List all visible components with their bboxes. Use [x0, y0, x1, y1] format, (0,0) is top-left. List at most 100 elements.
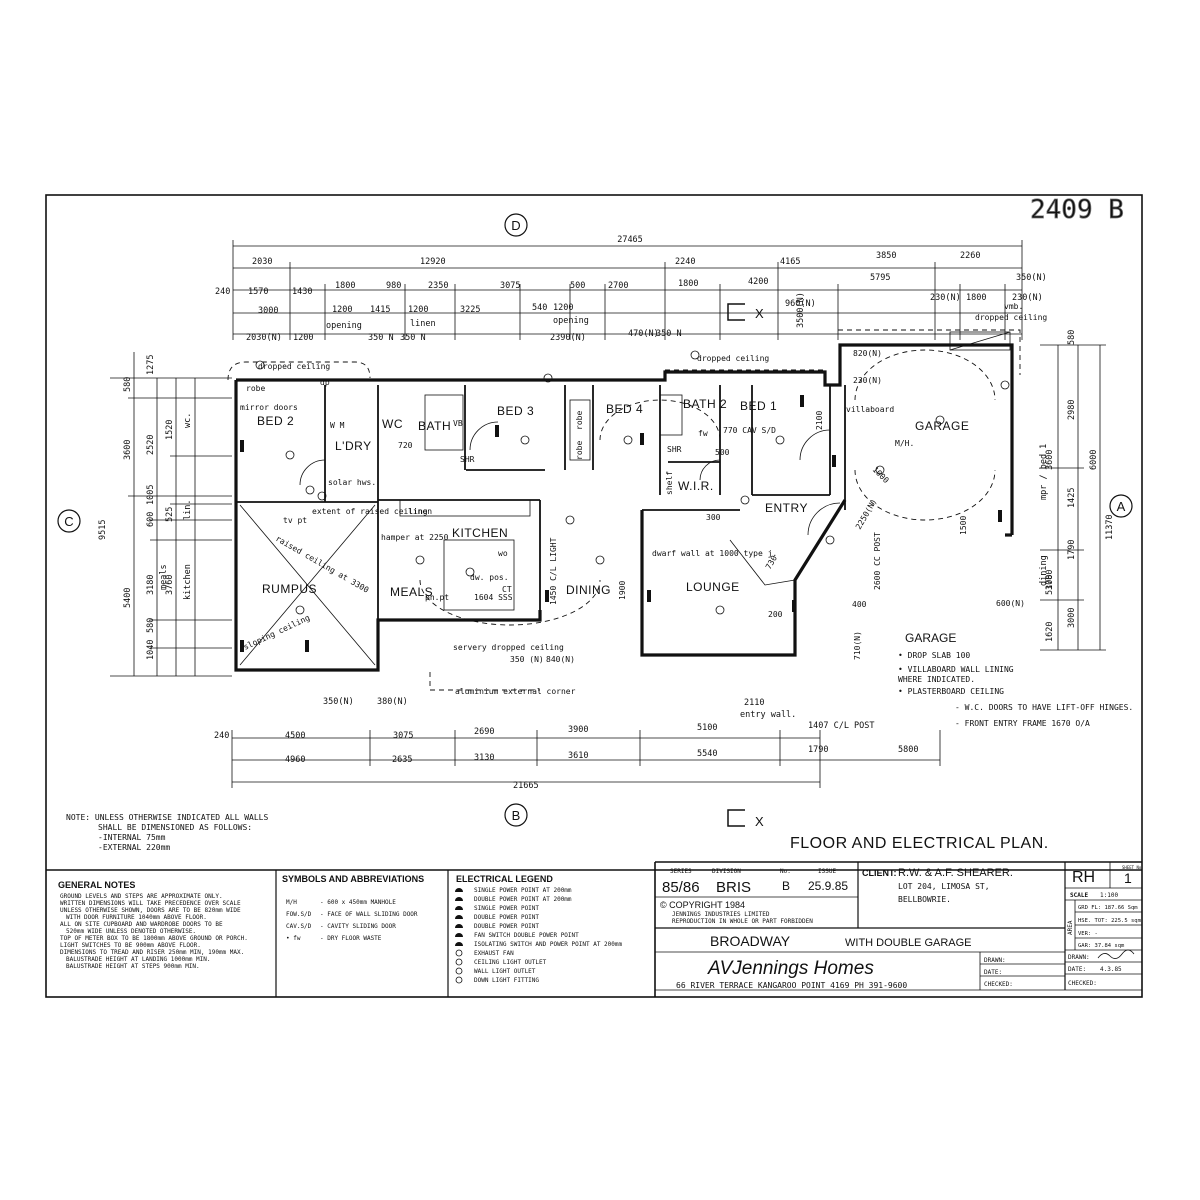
svg-text:• fw: • fw: [286, 935, 301, 942]
svg-text:TOP OF METER BOX TO BE 1800mm: TOP OF METER BOX TO BE 1800mm ABOVE GROU…: [60, 935, 248, 942]
svg-text:300: 300: [706, 513, 721, 522]
svg-text:M/H: M/H: [286, 899, 297, 906]
svg-text:DATE:: DATE:: [984, 969, 1002, 976]
svg-text:1425: 1425: [1067, 488, 1077, 508]
room-wir: W.I.R.: [678, 479, 714, 493]
svg-text:240: 240: [214, 731, 229, 741]
svg-text:SYMBOLS AND ABBREVIATIONS: SYMBOLS AND ABBREVIATIONS: [282, 874, 424, 884]
svg-text:GROUND LEVELS AND STEPS ARE AP: GROUND LEVELS AND STEPS ARE APPROXIMATE …: [60, 893, 223, 900]
svg-text:DRAWN:: DRAWN:: [1068, 954, 1090, 961]
svg-text:1900: 1900: [618, 581, 627, 600]
svg-text:WRITTEN DIMENSIONS WILL TAKE P: WRITTEN DIMENSIONS WILL TAKE PRECEDENCE …: [60, 900, 241, 907]
svg-text:opening: opening: [326, 321, 362, 331]
svg-text:dp: dp: [320, 378, 330, 387]
svg-text:2100: 2100: [815, 411, 824, 430]
svg-text:1: 1: [1124, 870, 1132, 886]
svg-text:1430: 1430: [292, 287, 312, 297]
room-bed4: BED 4: [606, 402, 643, 416]
svg-text:1:100: 1:100: [1100, 892, 1118, 899]
svg-text:240: 240: [215, 287, 230, 297]
svg-text:350 N: 350 N: [368, 333, 394, 343]
svg-text:3075: 3075: [393, 731, 413, 741]
svg-text:mirror doors: mirror doors: [240, 403, 298, 412]
svg-text:M/H.: M/H.: [895, 439, 914, 448]
svg-text:DRAWN:: DRAWN:: [984, 957, 1006, 964]
svg-text:sloping ceiling: sloping ceiling: [242, 613, 311, 652]
stamp: 2409 B: [1030, 195, 1124, 225]
svg-text:WALL LIGHT OUTLET: WALL LIGHT OUTLET: [474, 968, 536, 975]
svg-text:ph.pt: ph.pt: [425, 593, 449, 602]
svg-text:2240: 2240: [675, 257, 695, 267]
svg-text:3610: 3610: [568, 751, 588, 761]
svg-text:2250(N): 2250(N): [854, 497, 879, 531]
svg-text:840(N): 840(N): [546, 655, 575, 664]
svg-text:580: 580: [146, 618, 156, 633]
svg-text:2600 CC POST: 2600 CC POST: [873, 532, 882, 590]
svg-text:2030: 2030: [252, 257, 272, 267]
room-bath: BATH: [418, 419, 451, 433]
svg-text:ELECTRICAL LEGEND: ELECTRICAL LEGEND: [456, 874, 553, 884]
plan-title: FLOOR AND ELECTRICAL PLAN.: [790, 835, 1049, 852]
svg-text:1040: 1040: [146, 640, 156, 660]
svg-text:2700: 2700: [608, 281, 628, 291]
section-mark-top: X: [727, 303, 764, 321]
svg-text:500: 500: [715, 448, 730, 457]
svg-text:3075: 3075: [500, 281, 520, 291]
svg-text:CAV.S/D: CAV.S/D: [286, 923, 312, 930]
svg-text:robe: robe: [575, 441, 584, 460]
svg-text:GARAGE: GARAGE: [905, 631, 956, 645]
svg-text:1620: 1620: [1045, 622, 1055, 642]
svg-text:230(N): 230(N): [1012, 293, 1043, 303]
svg-text:2350: 2350: [428, 281, 448, 291]
grid-marker-left: C: [57, 509, 81, 533]
svg-text:BELLBOWRIE.: BELLBOWRIE.: [898, 895, 951, 904]
svg-text:servery dropped ceiling: servery dropped ceiling: [453, 643, 564, 652]
svg-text:SHEET No: SHEET No: [1122, 865, 1142, 870]
svg-text:meals: meals: [159, 564, 169, 590]
svg-text:3500(N): 3500(N): [796, 292, 806, 328]
svg-text:SERIES: SERIES: [670, 868, 692, 875]
svg-text:• PLASTERBOARD CEILING: • PLASTERBOARD CEILING: [898, 687, 1004, 696]
svg-text:1800: 1800: [678, 279, 698, 289]
svg-text:• VILLABOARD WALL LINING: • VILLABOARD WALL LINING: [898, 665, 1014, 674]
svg-text:3600: 3600: [123, 440, 133, 460]
company-name: AVJennings Homes: [707, 958, 874, 979]
svg-text:- W.C. DOORS TO HAVE LIFT-OFF: - W.C. DOORS TO HAVE LIFT-OFF HINGES.: [955, 703, 1133, 712]
svg-text:350 (N): 350 (N): [510, 655, 544, 664]
svg-text:600: 600: [146, 512, 156, 527]
svg-text:-INTERNAL 75mm: -INTERNAL 75mm: [98, 833, 166, 842]
svg-text:BRIS: BRIS: [716, 879, 751, 896]
svg-text:ALL ON SITE CUPBOARD AND WARDR: ALL ON SITE CUPBOARD AND WARDROBE DOORS …: [60, 921, 223, 928]
svg-text:5795: 5795: [870, 273, 890, 283]
svg-text:4200: 4200: [748, 277, 768, 287]
svg-text:BALUSTRADE HEIGHT AT LANDING 1: BALUSTRADE HEIGHT AT LANDING 1000mm MIN.: [66, 956, 211, 963]
design-name: BROADWAY: [710, 933, 791, 949]
svg-text:3000: 3000: [1067, 608, 1077, 628]
room-kitchen: KITCHEN: [452, 526, 508, 540]
svg-text:VER: -: VER: -: [1078, 931, 1098, 937]
svg-text:2520: 2520: [146, 435, 156, 455]
svg-text:- 600 x 450mm MANHOLE: - 600 x 450mm MANHOLE: [320, 899, 396, 906]
svg-text:1200: 1200: [293, 333, 313, 343]
svg-text:1790: 1790: [1067, 540, 1077, 560]
svg-text:21665: 21665: [513, 781, 539, 791]
svg-text:shelf: shelf: [665, 471, 674, 495]
svg-text:mpr / bed 1: mpr / bed 1: [1039, 444, 1049, 500]
svg-text:GRD FL: 187.66 Sqm: GRD FL: 187.66 Sqm: [1078, 905, 1138, 911]
svg-text:1005: 1005: [146, 485, 156, 505]
svg-text:5400: 5400: [123, 588, 133, 608]
svg-text:DIVISION: DIVISION: [712, 868, 741, 875]
room-lounge: LOUNGE: [686, 580, 740, 594]
svg-text:2110: 2110: [744, 698, 764, 708]
svg-text:ISOLATING SWITCH AND POWER POI: ISOLATING SWITCH AND POWER POINT AT 200m…: [474, 941, 622, 948]
svg-text:LOT 204, LIMOSA ST,: LOT 204, LIMOSA ST,: [898, 882, 990, 891]
svg-text:dropped ceiling: dropped ceiling: [697, 354, 769, 363]
svg-text:3130: 3130: [474, 753, 494, 763]
svg-text:W M: W M: [330, 421, 345, 430]
svg-text:980: 980: [386, 281, 401, 291]
svg-text:580: 580: [1067, 330, 1077, 345]
svg-text:© COPYRIGHT 1984: © COPYRIGHT 1984: [660, 900, 745, 910]
drawing-border: [45, 194, 1143, 998]
svg-text:380(N): 380(N): [377, 697, 408, 707]
svg-text:C: C: [64, 514, 73, 529]
